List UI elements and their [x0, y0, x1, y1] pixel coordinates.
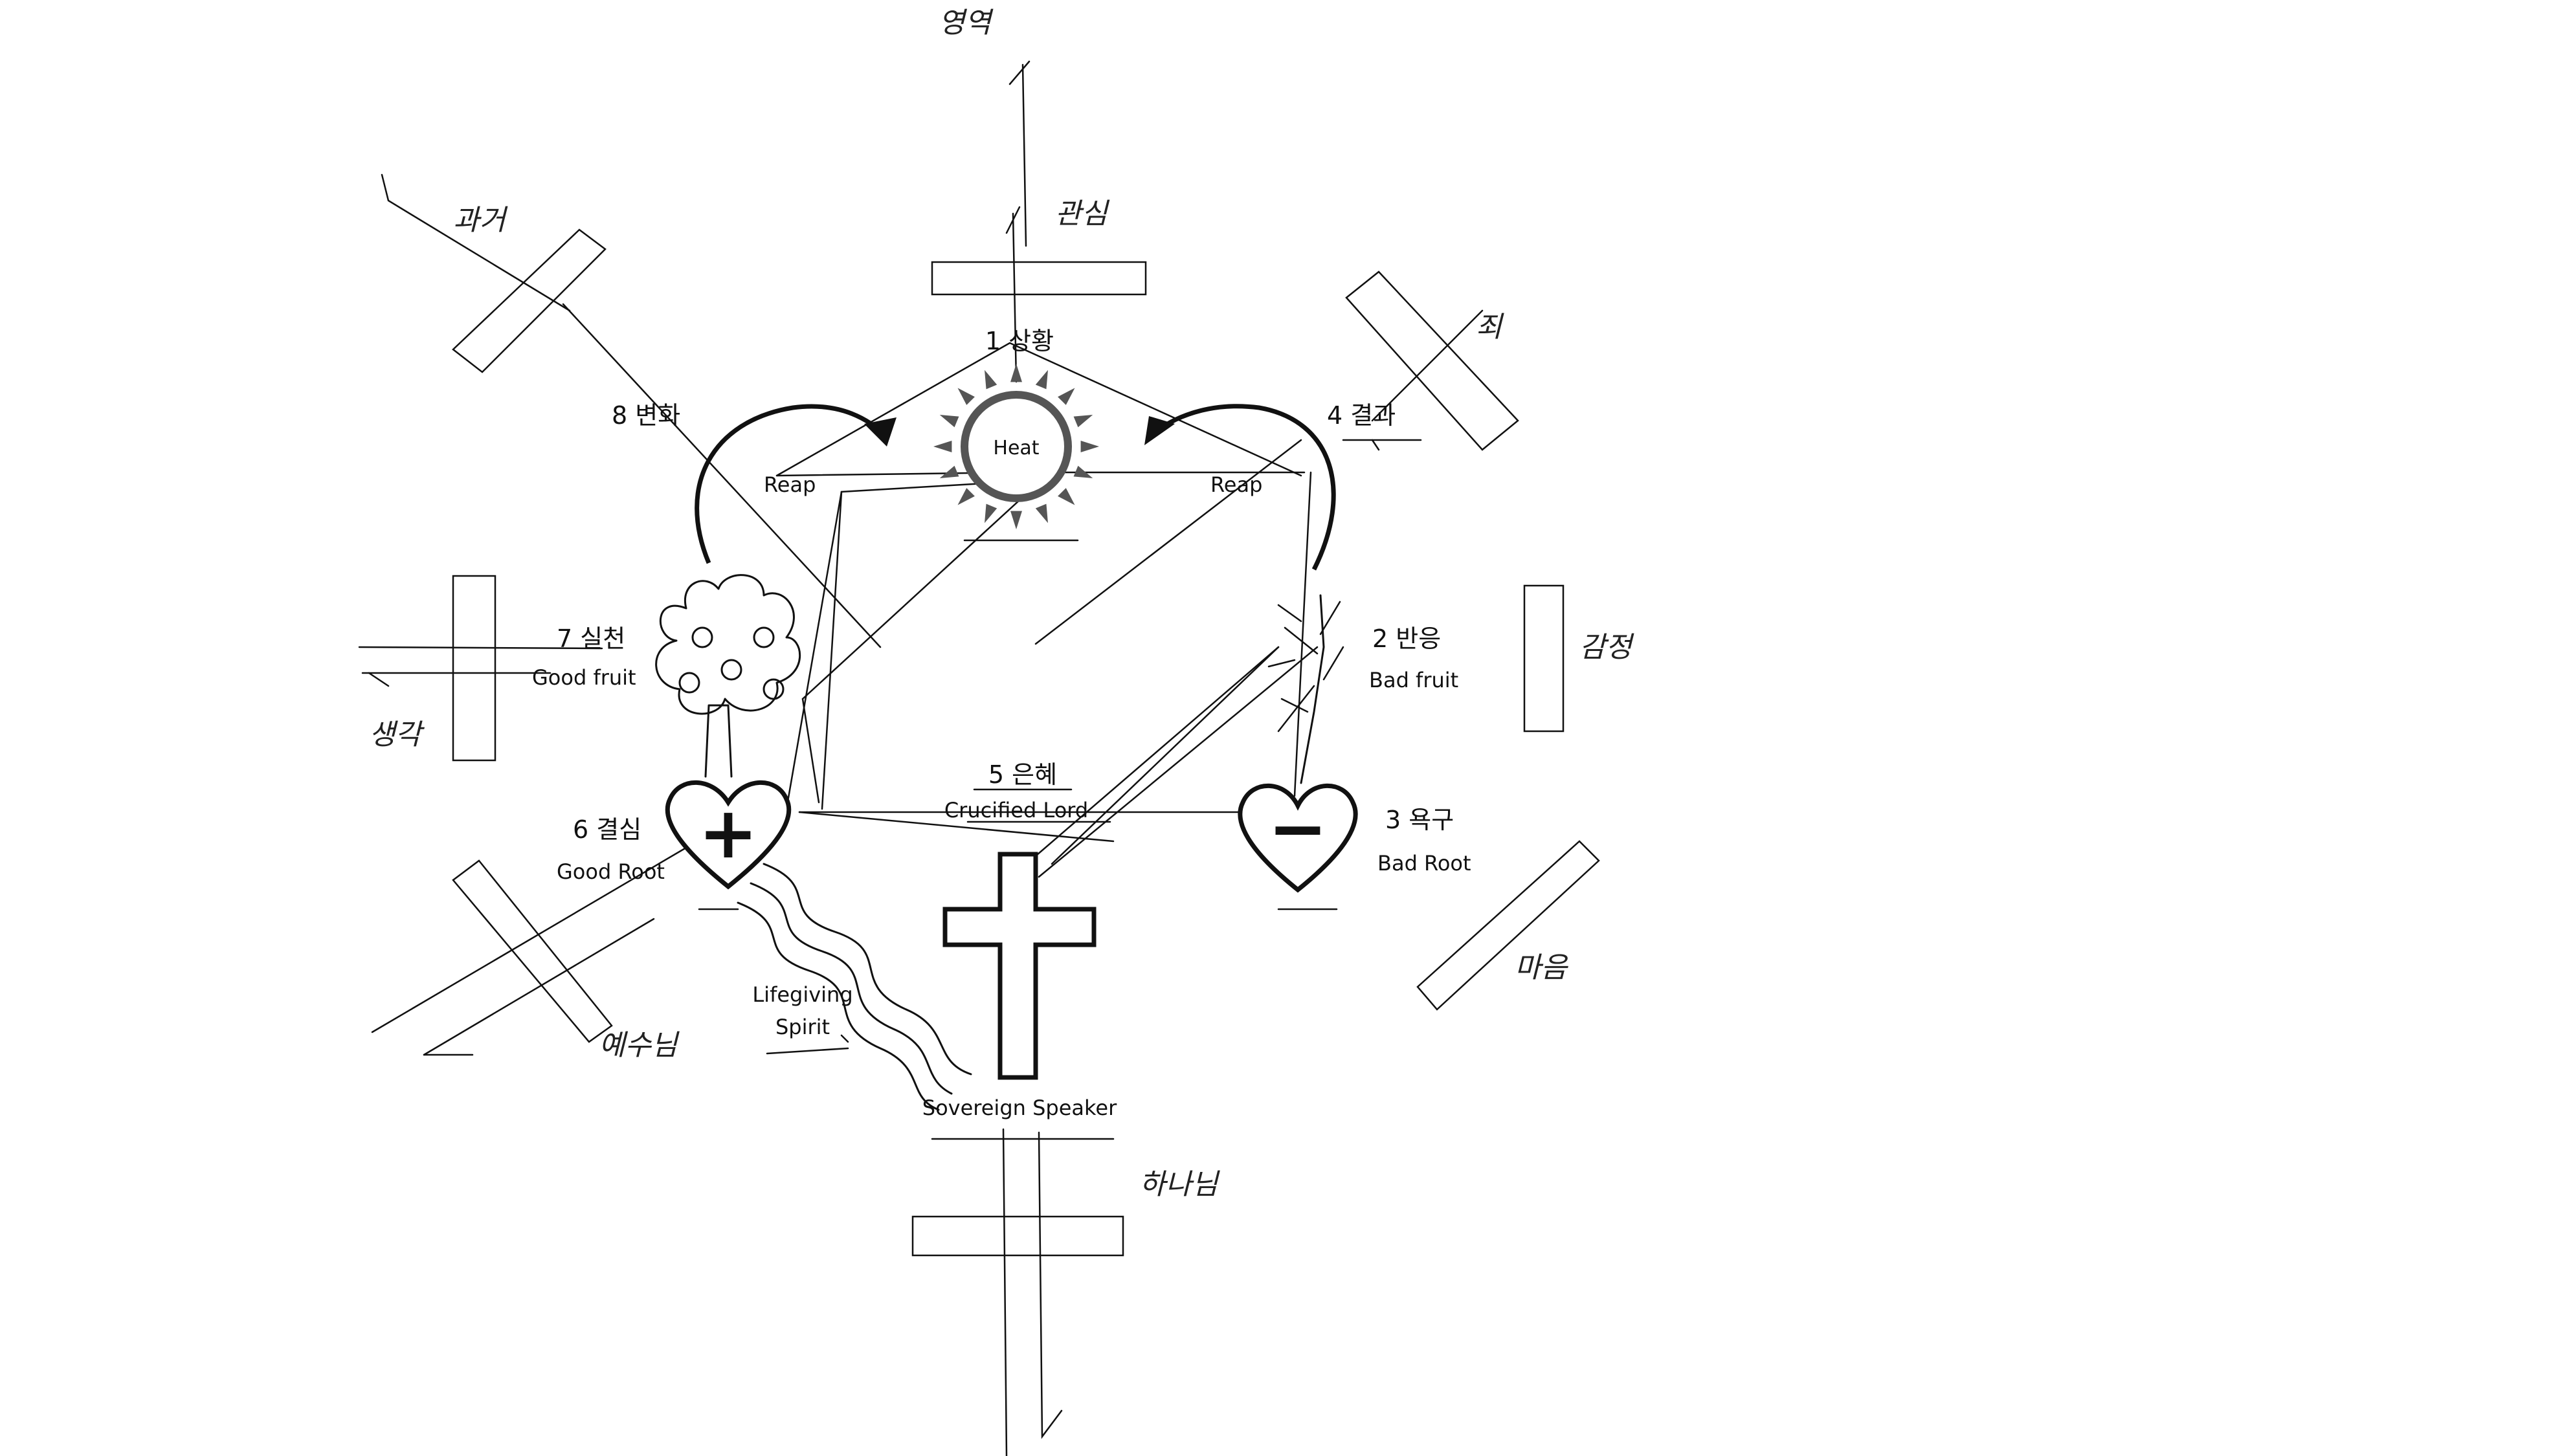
hand-top-right: 죄 — [1476, 311, 1504, 344]
stage-1-label: 1 상황 — [985, 327, 1054, 355]
hand-bottom-right: 마음 — [1515, 951, 1568, 984]
stage-5-sublabel: Crucified Lord — [944, 798, 1088, 822]
hand-top-left: 과거 — [453, 204, 507, 237]
arrow-right-curve-icon — [1144, 404, 1336, 571]
hand-right: 감정 — [1579, 631, 1634, 664]
hand-top-inner: 관심 — [1055, 197, 1109, 230]
spirit-label-line2: Spirit — [775, 1015, 830, 1039]
good-heart-icon: + — [665, 780, 792, 890]
arrow-left-curve-icon — [695, 404, 897, 564]
spirit-label-line1: Lifegiving — [752, 982, 852, 1007]
stage-3-label: 3 욕구 — [1385, 806, 1454, 834]
hand-left: 생각 — [369, 718, 425, 751]
sun-ray — [985, 503, 997, 524]
stage-4-label: 4 결과 — [1327, 401, 1396, 430]
sun-ray — [957, 488, 975, 505]
sun-ray — [1035, 370, 1048, 390]
hand-bottom-left: 예수님 — [599, 1029, 680, 1062]
stage-7-label: 7 실천 — [557, 624, 625, 653]
sketch-lines — [358, 60, 1600, 1456]
apple-tree-icon — [655, 574, 801, 778]
hand-bottom: 하나님 — [1139, 1168, 1220, 1201]
sun-ray — [933, 441, 952, 452]
stage-7-sublabel: Good fruit — [532, 665, 636, 690]
stage-6-label: 6 결심 — [573, 815, 641, 844]
cross-icon — [942, 852, 1097, 1080]
sun-ray — [1073, 415, 1093, 428]
good-heart-symbol: + — [698, 791, 758, 874]
sun-ray — [1035, 503, 1048, 524]
bad-heart-symbol: − — [1268, 787, 1328, 870]
sun-ray — [1080, 441, 1099, 452]
sun-ray — [1010, 364, 1022, 382]
hand-top: 영역 — [939, 6, 994, 39]
sun-ray — [939, 465, 959, 478]
dead-tree-icon — [1267, 594, 1344, 784]
stage-2-sublabel: Bad fruit — [1369, 668, 1458, 692]
sun-ray — [1058, 488, 1075, 505]
heat-label: Heat — [993, 437, 1039, 459]
sun-ray — [939, 415, 959, 428]
river-icon — [737, 863, 972, 1111]
stage-6-sublabel: Good Root — [557, 859, 665, 884]
sun-ray — [1073, 465, 1093, 478]
speaker-label: Sovereign Speaker — [922, 1096, 1117, 1120]
sun-ray — [1058, 388, 1075, 405]
stage-3-sublabel: Bad Root — [1377, 851, 1471, 876]
stage-8-label: 8 변화 — [612, 401, 680, 430]
sun-ray — [957, 388, 975, 405]
reap-right-label: Reap — [1210, 472, 1262, 497]
sun-ray — [1010, 511, 1022, 529]
sun-icon — [933, 364, 1099, 529]
sun-ray — [985, 370, 997, 390]
stage-5-label: 5 은혜 — [988, 760, 1057, 789]
stage-2-label: 2 반응 — [1372, 624, 1441, 653]
bad-heart-icon: − — [1238, 783, 1358, 893]
reap-left-label: Reap — [764, 472, 816, 497]
